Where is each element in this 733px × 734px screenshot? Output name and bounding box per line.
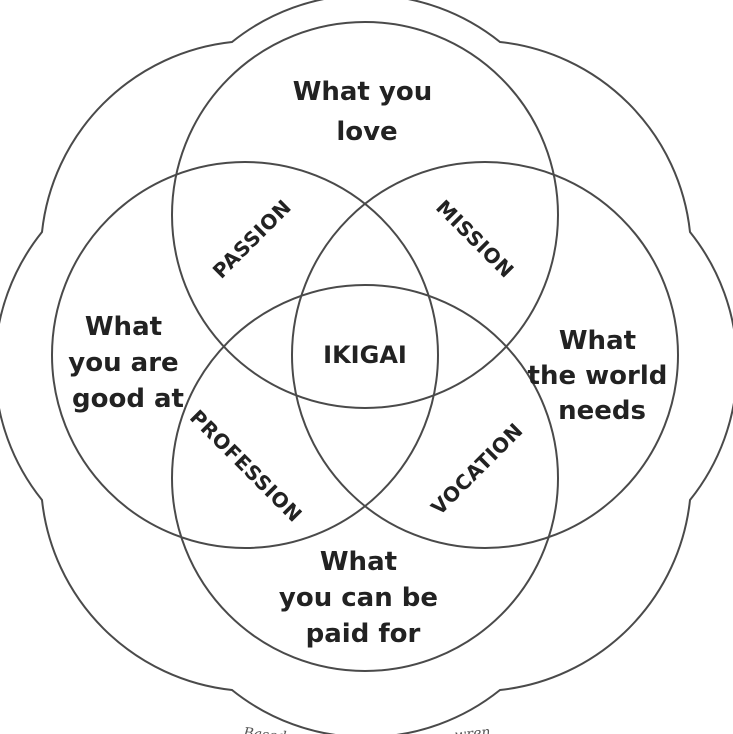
circle-what-you-love [171,21,559,409]
circle-what-you-can-be-paid-for [171,284,559,672]
label-love-line-1: What you [293,77,433,107]
caption-left-fragment: Based [242,725,288,734]
label-good-line-3: good at [72,384,184,414]
label-vocation: VOCATION [426,418,528,520]
label-world-line-1: What [559,326,636,356]
label-ikigai: IKIGAI [323,341,407,369]
label-what-you-love: What you love [293,77,442,147]
label-world-line-2: the world [528,361,668,391]
label-paid-line-3: paid for [306,619,421,649]
caption-right-fragment: wren [454,724,491,734]
label-love-line-2: love [336,117,397,147]
label-passion: PASSION [208,195,296,283]
circle-what-the-world-needs [291,161,679,549]
label-paid-line-1: What [320,547,397,577]
label-good-line-1: What [85,312,162,342]
circle-what-you-are-good-at [51,161,439,549]
label-profession: PROFESSION [185,405,307,527]
label-world-line-3: needs [558,396,646,426]
label-paid-line-2: you can be [279,583,438,613]
label-mission: MISSION [431,195,519,283]
label-what-you-are-good-at: What you are good at [68,312,187,414]
label-good-line-2: you are [68,348,178,378]
label-what-you-can-be-paid-for: What you can be paid for [279,547,447,649]
label-what-the-world-needs: What the world needs [528,326,677,426]
